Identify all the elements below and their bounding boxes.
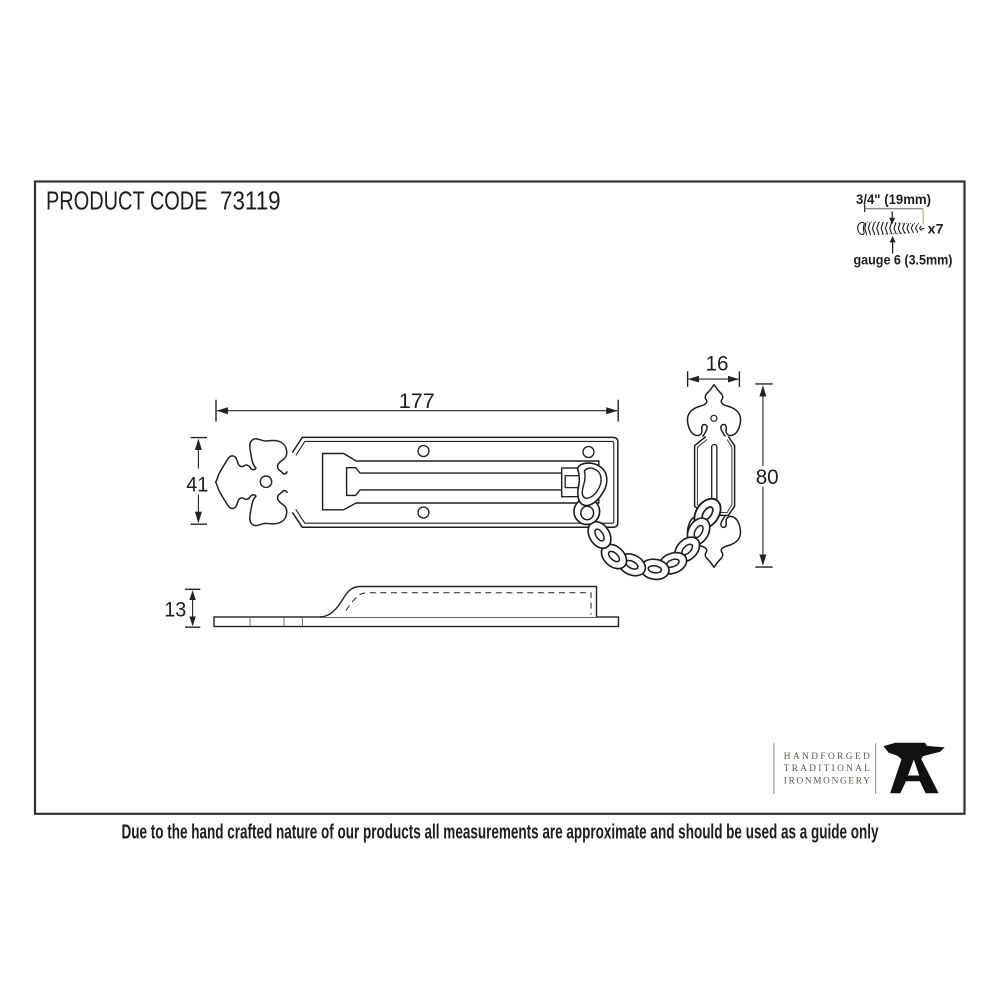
svg-text:3/4" (19mm): 3/4" (19mm) (856, 192, 931, 208)
svg-text:PRODUCT CODE: PRODUCT CODE (46, 188, 208, 216)
svg-text:16: 16 (706, 352, 729, 375)
svg-text:41: 41 (186, 472, 208, 496)
svg-text:Due to the hand crafted nature: Due to the hand crafted nature of our pr… (122, 822, 880, 844)
svg-text:HANDFORGED: HANDFORGED (784, 752, 870, 762)
svg-text:13: 13 (164, 598, 186, 621)
svg-text:73119: 73119 (220, 188, 281, 216)
svg-text:80: 80 (756, 465, 779, 489)
svg-text:TRADITIONAL: TRADITIONAL (784, 764, 870, 774)
svg-text:x7: x7 (928, 221, 944, 236)
svg-text:gauge 6 (3.5mm): gauge 6 (3.5mm) (854, 253, 953, 269)
svg-text:IRONMONGERY: IRONMONGERY (784, 777, 870, 787)
svg-text:177: 177 (399, 389, 435, 413)
